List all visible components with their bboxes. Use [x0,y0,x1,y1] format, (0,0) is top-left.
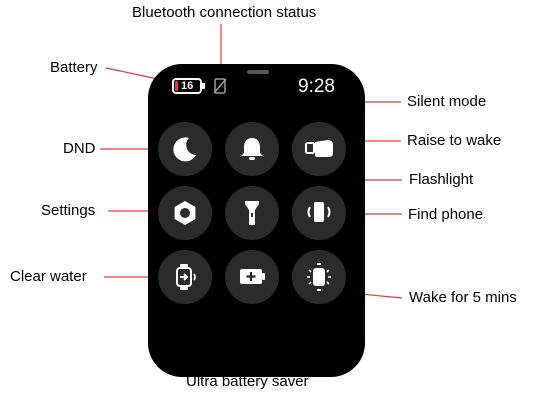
battery-indicator: 16 [172,78,202,94]
label-dnd: DND [63,140,96,157]
raise-to-wake-button[interactable] [292,122,346,176]
label-find-phone: Find phone [408,206,484,223]
label-wake-5-mins: Wake for 5 mins [409,289,517,306]
find-phone-button[interactable] [292,186,346,240]
label-bluetooth: Bluetooth connection status [132,4,317,21]
flashlight-button[interactable] [225,186,279,240]
flashlight-icon [245,201,259,225]
battery-level-text: 16 [181,80,194,92]
battery-level-fill [175,81,178,91]
clock-time: 9:28 [298,76,335,97]
gear-icon [174,201,196,225]
water-eject-icon [176,264,196,290]
label-raise-to-wake: Raise to wake [407,132,502,149]
settings-button[interactable] [158,186,212,240]
battery-plus-icon [240,269,265,284]
phone-ring-icon [307,202,331,222]
watch-glow-icon [307,263,331,291]
raise-wrist-icon [305,140,333,157]
silent-mode-button[interactable] [225,122,279,176]
label-settings: Settings [41,202,96,219]
pull-handle[interactable] [247,70,269,74]
dnd-button[interactable] [158,122,212,176]
battery-tip [202,83,205,89]
label-battery: Battery [50,59,98,76]
label-ultra-battery-saver: Ultra battery saver [186,373,309,390]
label-clear-water: Clear water [10,268,87,285]
wake-5-mins-button[interactable] [292,250,346,304]
bluetooth-disconnected-icon [213,78,227,94]
clear-water-button[interactable] [158,250,212,304]
label-flashlight: Flashlight [409,171,474,188]
ultra-battery-saver-button[interactable] [225,250,279,304]
bell-icon [241,138,263,160]
moon-icon [173,137,196,162]
label-silent-mode: Silent mode [407,93,487,110]
